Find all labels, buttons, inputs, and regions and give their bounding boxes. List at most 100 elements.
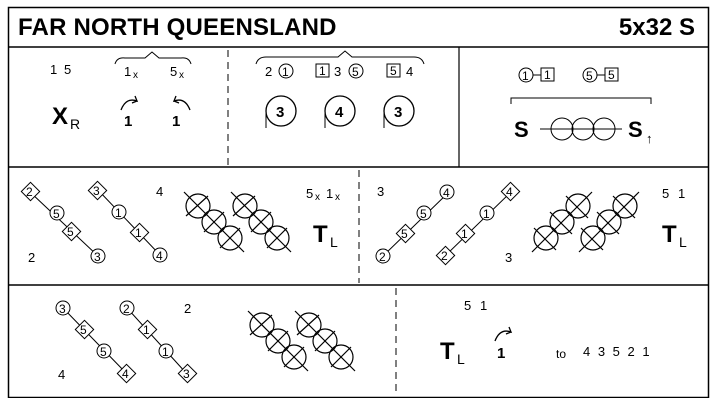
r3r-num-1: 1 <box>480 298 487 313</box>
reel-figure-icon <box>183 191 292 253</box>
turn-t: T <box>440 338 455 365</box>
woman-circle-icon <box>49 205 65 221</box>
row2-right: 3 4 5 5 2 4 1 1 2 3 <box>375 181 687 266</box>
man-diamond-icon <box>455 223 476 244</box>
diagonal-line-icon <box>62 307 128 375</box>
r3l-dia-4: 4 <box>122 367 129 381</box>
reel-figure-icon <box>247 310 356 372</box>
r2r-label-3b: 3 <box>505 250 512 265</box>
r2r-cir-1: 1 <box>483 207 490 221</box>
diagonal-line-icon <box>29 191 99 257</box>
r2r-dia-2: 2 <box>441 249 448 263</box>
to-label: to <box>556 347 566 361</box>
r2r-cir-2: 2 <box>379 250 386 264</box>
turn-left-label: 1 <box>172 113 180 130</box>
num-1x: 1 <box>124 64 131 79</box>
r2l-num-1: 1 <box>326 186 333 201</box>
dance-title: FAR NORTH QUEENSLAND <box>18 14 337 41</box>
r2l-x2: x <box>335 192 340 203</box>
p3-sq-1: 1 <box>544 68 551 82</box>
r2l-cir-5: 5 <box>53 207 60 221</box>
p2-sq-1: 1 <box>319 64 326 78</box>
r3l-label-4: 4 <box>58 367 65 382</box>
r3l-cir-1: 1 <box>162 345 169 359</box>
turn-right-arrow-icon <box>494 326 513 342</box>
cross-right-r: R <box>70 116 80 132</box>
set-bracket-icon <box>510 97 652 104</box>
woman-circle-icon <box>111 204 127 220</box>
diagonal-line-icon <box>444 191 512 257</box>
r3l-dia-5: 5 <box>80 323 87 337</box>
r2r-num-5: 5 <box>662 186 669 201</box>
turn-l: L <box>679 234 687 250</box>
r2l-cir-4: 4 <box>156 249 163 263</box>
r2l-dia-3: 3 <box>93 184 100 198</box>
woman-circle-icon <box>158 343 174 359</box>
man-diamond-icon <box>435 245 456 266</box>
p3-cir-5: 5 <box>586 69 593 83</box>
final-order: 4 3 5 2 1 <box>583 344 652 359</box>
woman-circle-icon <box>375 248 391 264</box>
woman-circle-icon <box>348 63 364 79</box>
reel-circle-icon <box>571 117 595 141</box>
p2-couple-3: 3 <box>276 104 284 121</box>
man-diamond-icon <box>177 363 198 384</box>
diagonal-line-icon <box>382 191 450 257</box>
row1-panel1: 1 5 1 x 5 x X R 1 1 <box>50 51 192 132</box>
r2l-label-2: 2 <box>28 250 35 265</box>
woman-circle-icon <box>119 300 135 316</box>
row1-panel2: 2 1 1 3 5 5 4 3 4 3 <box>255 50 425 128</box>
man-diamond-icon <box>137 319 158 340</box>
diagonal-line-icon <box>126 307 188 375</box>
woman-circle-icon <box>479 205 495 221</box>
turn-left-arrow-icon <box>172 95 191 111</box>
r2r-num-1: 1 <box>678 186 685 201</box>
r2l-cir-3: 3 <box>94 250 101 264</box>
r2r-cir-5: 5 <box>420 207 427 221</box>
turn-right-arrow-icon <box>120 95 139 111</box>
r2l-dia-1: 1 <box>135 226 142 240</box>
r3l-dia-1: 1 <box>143 323 150 337</box>
bracket-icon <box>114 51 192 65</box>
p3-sq-5: 5 <box>608 68 615 82</box>
woman-circle-icon <box>55 300 71 316</box>
r2r-label-3: 3 <box>377 184 384 199</box>
num-5: 5 <box>64 62 71 77</box>
r3l-label-2: 2 <box>184 301 191 316</box>
cross-right-x: X <box>52 103 68 130</box>
r2r-dia-4: 4 <box>506 185 513 199</box>
row2-left: 2 5 5 3 3 1 1 4 4 2 5 <box>20 180 340 265</box>
r2l-x1: x <box>315 192 320 203</box>
r3r-num-5: 5 <box>464 298 471 313</box>
r2l-label-4: 4 <box>156 184 163 199</box>
r3r-turn-1: 1 <box>497 345 505 362</box>
woman-circle-icon <box>90 248 106 264</box>
turn-right-label: 1 <box>124 113 132 130</box>
man-square-icon <box>540 67 555 82</box>
reel-circle-icon <box>592 117 616 141</box>
r2r-dia-5: 5 <box>401 227 408 241</box>
man-square-icon <box>604 67 619 82</box>
r3l-cir-5: 5 <box>100 345 107 359</box>
set-right-s: S <box>628 117 643 142</box>
man-diamond-icon <box>20 181 41 202</box>
reel-figure-icon <box>531 191 640 253</box>
r2l-num-5: 5 <box>306 186 313 201</box>
p2-couple-4: 4 <box>335 104 344 121</box>
woman-circle-icon <box>96 343 112 359</box>
man-diamond-icon <box>61 221 82 242</box>
r3l-cir-3: 3 <box>59 302 66 316</box>
woman-circle-icon <box>278 63 294 79</box>
num-5x: 5 <box>170 64 177 79</box>
r2l-dia-5: 5 <box>67 225 74 239</box>
woman-circle-icon <box>152 247 168 263</box>
turn-t: T <box>313 221 328 248</box>
p2-cir-5: 5 <box>352 65 359 79</box>
turn-t: T <box>662 221 677 248</box>
diagonal-line-icon <box>97 189 161 256</box>
reel-circle-icon <box>550 117 574 141</box>
set-up-arrow: ↑ <box>646 131 653 146</box>
p2-sq-5: 5 <box>390 64 397 78</box>
